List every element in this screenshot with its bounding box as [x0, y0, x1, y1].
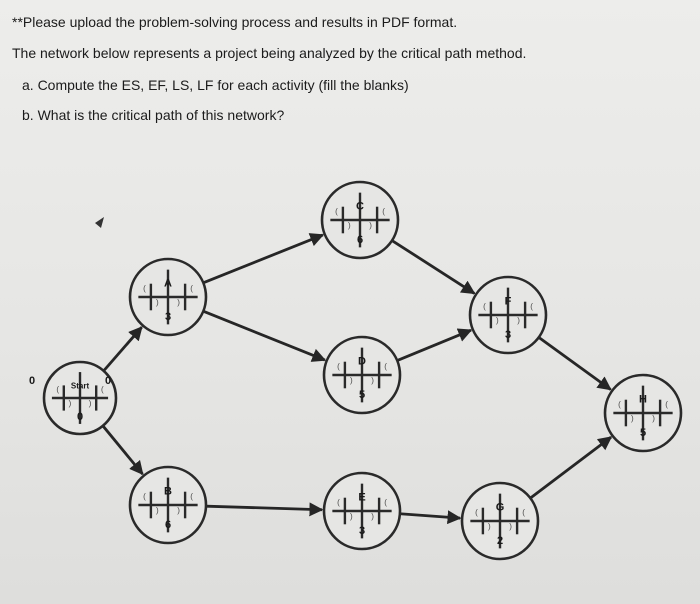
- node-duration: 3: [165, 311, 171, 323]
- blank-mark: ): [509, 522, 512, 531]
- node-start: () () Start 0 0 0: [29, 360, 118, 436]
- arrow-E-to-G: [399, 510, 462, 525]
- node-C: () () C 6: [320, 180, 400, 260]
- problem-statement: The network below represents a project b…: [12, 45, 527, 61]
- blank-mark: ): [348, 221, 351, 230]
- node-E: () () E 3: [322, 471, 402, 551]
- blank-mark: (: [335, 207, 338, 216]
- start-es-value: 0: [29, 375, 35, 387]
- pen-mark: [95, 217, 104, 228]
- node-label: B: [164, 486, 172, 498]
- arrow-start-to-A: [102, 326, 143, 372]
- blank-mark: ): [652, 414, 655, 423]
- node-G: () () G 2: [460, 481, 540, 561]
- arrow-A-to-D: [202, 309, 327, 362]
- blank-mark: ): [496, 316, 499, 325]
- blank-mark: (: [190, 492, 193, 501]
- arrow-A-to-C: [202, 233, 325, 285]
- node-label: C: [356, 201, 364, 213]
- blank-mark: (: [483, 302, 486, 311]
- node-B: () () B 6: [128, 465, 208, 545]
- node-D: () () D 5: [322, 335, 402, 415]
- arrow-start-to-B: [101, 424, 144, 476]
- node-duration: 3: [359, 525, 365, 537]
- blank-mark: ): [371, 376, 374, 385]
- blank-mark: ): [350, 512, 353, 521]
- blank-mark: (: [337, 498, 340, 507]
- blank-mark: (: [382, 207, 385, 216]
- blank-mark: (: [384, 498, 387, 507]
- blank-mark: ): [488, 522, 491, 531]
- node-duration: 6: [357, 234, 363, 246]
- node-duration: 2: [497, 535, 503, 547]
- node-duration: 0: [77, 411, 83, 423]
- blank-mark: (: [56, 385, 59, 394]
- blank-mark: (: [522, 508, 525, 517]
- node-duration: 3: [505, 329, 511, 341]
- arrow-G-to-H: [529, 435, 613, 500]
- blank-mark: ): [177, 506, 180, 515]
- blank-mark: (: [665, 400, 668, 409]
- blank-mark: ): [89, 399, 92, 408]
- node-label: Start: [71, 381, 90, 390]
- blank-mark: (: [143, 284, 146, 293]
- arrow-F-to-H: [537, 336, 612, 391]
- blank-mark: ): [631, 414, 634, 423]
- blank-mark: (: [143, 492, 146, 501]
- node-duration: 5: [640, 427, 646, 439]
- node-H: () () H 5: [603, 373, 683, 453]
- node-label: A: [164, 278, 172, 290]
- arrow-D-to-F: [396, 328, 473, 362]
- blank-mark: (: [190, 284, 193, 293]
- blank-mark: ): [177, 298, 180, 307]
- blank-mark: (: [337, 362, 340, 371]
- node-F: () () F 3: [468, 275, 548, 355]
- arrow-C-to-F: [391, 239, 476, 295]
- blank-mark: (: [530, 302, 533, 311]
- blank-mark: ): [156, 298, 159, 307]
- instruction-note: **Please upload the problem-solving proc…: [12, 14, 458, 30]
- blank-mark: ): [369, 221, 372, 230]
- node-label: H: [639, 394, 647, 406]
- node-duration: 6: [165, 519, 171, 531]
- node-duration: 5: [359, 389, 365, 401]
- blank-mark: (: [101, 385, 104, 394]
- arrow-B-to-E: [205, 502, 324, 517]
- blank-mark: (: [618, 400, 621, 409]
- node-label: E: [358, 492, 365, 504]
- blank-mark: ): [371, 512, 374, 521]
- node-label: F: [505, 296, 512, 308]
- blank-mark: (: [475, 508, 478, 517]
- start-ef-value: 0: [105, 375, 111, 387]
- question-part-a: a. Compute the ES, EF, LS, LF for each a…: [22, 77, 409, 93]
- blank-mark: ): [517, 316, 520, 325]
- node-A: () () A 3: [128, 257, 208, 337]
- node-label: G: [496, 502, 505, 514]
- question-part-b: b. What is the critical path of this net…: [22, 107, 285, 123]
- blank-mark: ): [69, 399, 72, 408]
- blank-mark: (: [384, 362, 387, 371]
- blank-mark: ): [350, 376, 353, 385]
- blank-mark: ): [156, 506, 159, 515]
- activity-arrows: [101, 233, 613, 525]
- node-label: D: [358, 356, 366, 368]
